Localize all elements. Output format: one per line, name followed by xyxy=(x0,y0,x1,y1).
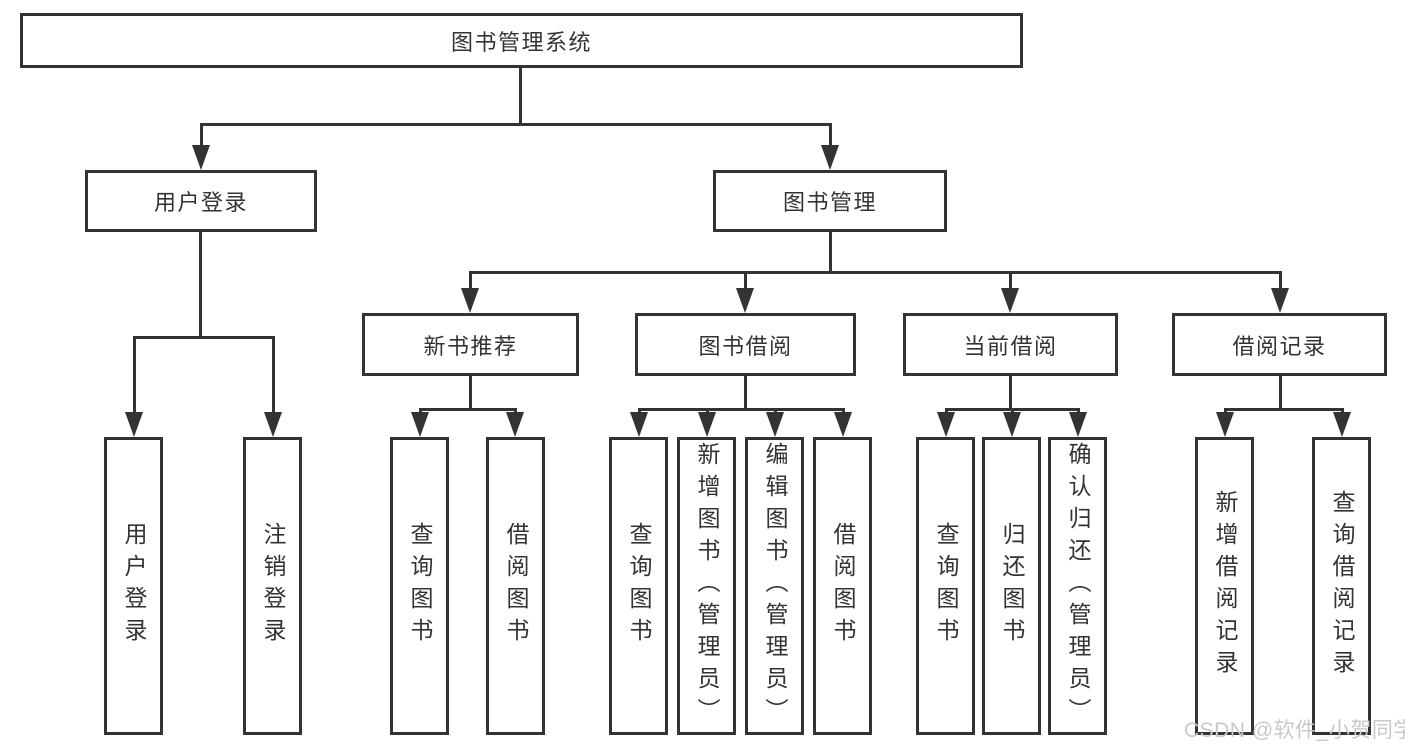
connector-new-book-rec-bus xyxy=(419,408,517,411)
leaf-query-books-current: 查询图书 xyxy=(916,437,975,735)
connector-book-borrow-stem xyxy=(744,376,747,408)
node-borrow-records-label: 借阅记录 xyxy=(1232,333,1327,359)
node-root-label: 图书管理系统 xyxy=(450,29,592,55)
connector-current-borrow-stem xyxy=(1009,376,1012,408)
connector-borrow-records-stem xyxy=(1279,376,1282,408)
leaf-add-book-admin-label: 新增图书（管理员） xyxy=(694,442,720,730)
node-book-borrow-label: 图书借阅 xyxy=(698,333,793,359)
arrowhead-leaf-query-borrow xyxy=(630,412,648,437)
arrowhead-leaf-add-record xyxy=(1216,412,1234,437)
arrowhead-leaf-edit-book xyxy=(766,412,784,437)
arrowhead-user-login xyxy=(192,145,210,170)
leaf-add-borrow-record: 新增借阅记录 xyxy=(1195,437,1254,735)
leaf-add-book-admin: 新增图书（管理员） xyxy=(677,437,736,735)
node-new-book-rec-label: 新书推荐 xyxy=(423,333,518,359)
connector-user-login-shaft xyxy=(200,123,203,149)
node-borrow-records: 借阅记录 xyxy=(1172,313,1387,376)
leaf-borrow-books-rec-label: 借阅图书 xyxy=(503,522,529,650)
leaf-return-book: 归还图书 xyxy=(982,437,1041,735)
arrowhead-leaf-query-rec xyxy=(411,412,429,437)
leaf-edit-book-admin-label: 编辑图书（管理员） xyxy=(762,442,788,730)
connector-book-mgmt-bus xyxy=(469,271,1282,274)
node-root: 图书管理系统 xyxy=(20,13,1023,68)
connector-current-borrow-shaft xyxy=(1009,271,1012,293)
connector-new-book-rec-shaft xyxy=(469,271,472,293)
arrowhead-new-book-rec xyxy=(461,288,479,313)
leaf-confirm-return-admin: 确认归还（管理员） xyxy=(1048,437,1107,735)
connector-leaf-logout-shaft xyxy=(272,336,275,416)
arrowhead-leaf-borrow-borrow xyxy=(834,412,852,437)
arrowhead-leaf-logout xyxy=(264,412,282,437)
connector-root-stem xyxy=(519,68,522,123)
arrowhead-current-borrow xyxy=(1001,288,1019,313)
node-book-mgmt: 图书管理 xyxy=(713,170,947,232)
arrowhead-leaf-query-current xyxy=(937,412,955,437)
connector-borrow-records-shaft xyxy=(1279,271,1282,293)
node-book-mgmt-label: 图书管理 xyxy=(782,190,877,215)
connector-root-bus xyxy=(200,123,832,126)
leaf-return-book-label: 归还图书 xyxy=(999,522,1025,650)
connector-borrow-records-bus xyxy=(1224,408,1344,411)
node-user-login-label: 用户登录 xyxy=(153,190,248,215)
leaf-query-books-rec-label: 查询图书 xyxy=(407,522,433,650)
leaf-query-books-borrow-label: 查询图书 xyxy=(626,522,652,650)
arrowhead-leaf-query-record xyxy=(1333,412,1351,437)
arrowhead-book-mgmt xyxy=(821,145,839,170)
arrowhead-leaf-borrow-rec xyxy=(506,412,524,437)
leaf-borrow-books-borrow-label: 借阅图书 xyxy=(830,522,856,650)
leaf-borrow-books-borrow: 借阅图书 xyxy=(813,437,872,735)
connector-user-login-bus xyxy=(133,336,275,339)
leaf-add-borrow-record-label: 新增借阅记录 xyxy=(1212,490,1238,682)
leaf-confirm-return-admin-label: 确认归还（管理员） xyxy=(1065,442,1091,730)
arrowhead-leaf-return xyxy=(1003,412,1021,437)
arrowhead-leaf-confirm-return xyxy=(1069,412,1087,437)
leaf-logout-label: 注销登录 xyxy=(260,522,286,650)
leaf-user-login-label: 用户登录 xyxy=(121,522,147,650)
leaf-user-login: 用户登录 xyxy=(104,437,163,735)
node-current-borrow-label: 当前借阅 xyxy=(963,333,1058,359)
arrowhead-book-borrow xyxy=(736,288,754,313)
leaf-edit-book-admin: 编辑图书（管理员） xyxy=(745,437,804,735)
leaf-query-books-borrow: 查询图书 xyxy=(609,437,668,735)
leaf-query-books-current-label: 查询图书 xyxy=(933,522,959,650)
node-book-borrow: 图书借阅 xyxy=(635,313,856,376)
connector-book-borrow-bus xyxy=(638,408,845,411)
leaf-query-books-rec: 查询图书 xyxy=(390,437,449,735)
leaf-logout: 注销登录 xyxy=(243,437,302,735)
node-user-login: 用户登录 xyxy=(85,170,317,232)
connector-book-mgmt-stem xyxy=(829,232,832,271)
leaf-borrow-books-rec: 借阅图书 xyxy=(486,437,545,735)
leaf-query-borrow-record-label: 查询借阅记录 xyxy=(1329,490,1355,682)
arrowhead-leaf-add-book xyxy=(698,412,716,437)
arrowhead-borrow-records xyxy=(1271,288,1289,313)
connector-new-book-rec-stem xyxy=(469,376,472,408)
connector-leaf-user-login-shaft xyxy=(133,336,136,416)
node-new-book-rec: 新书推荐 xyxy=(362,313,579,376)
connector-book-mgmt-shaft xyxy=(829,123,832,149)
arrowhead-leaf-user-login xyxy=(125,412,143,437)
leaf-query-borrow-record: 查询借阅记录 xyxy=(1312,437,1371,735)
csdn-watermark: CSDN @软件_小贺同学 xyxy=(1184,719,1405,742)
connector-user-login-stem xyxy=(199,232,202,336)
connector-book-borrow-shaft xyxy=(744,271,747,293)
node-current-borrow: 当前借阅 xyxy=(903,313,1118,376)
